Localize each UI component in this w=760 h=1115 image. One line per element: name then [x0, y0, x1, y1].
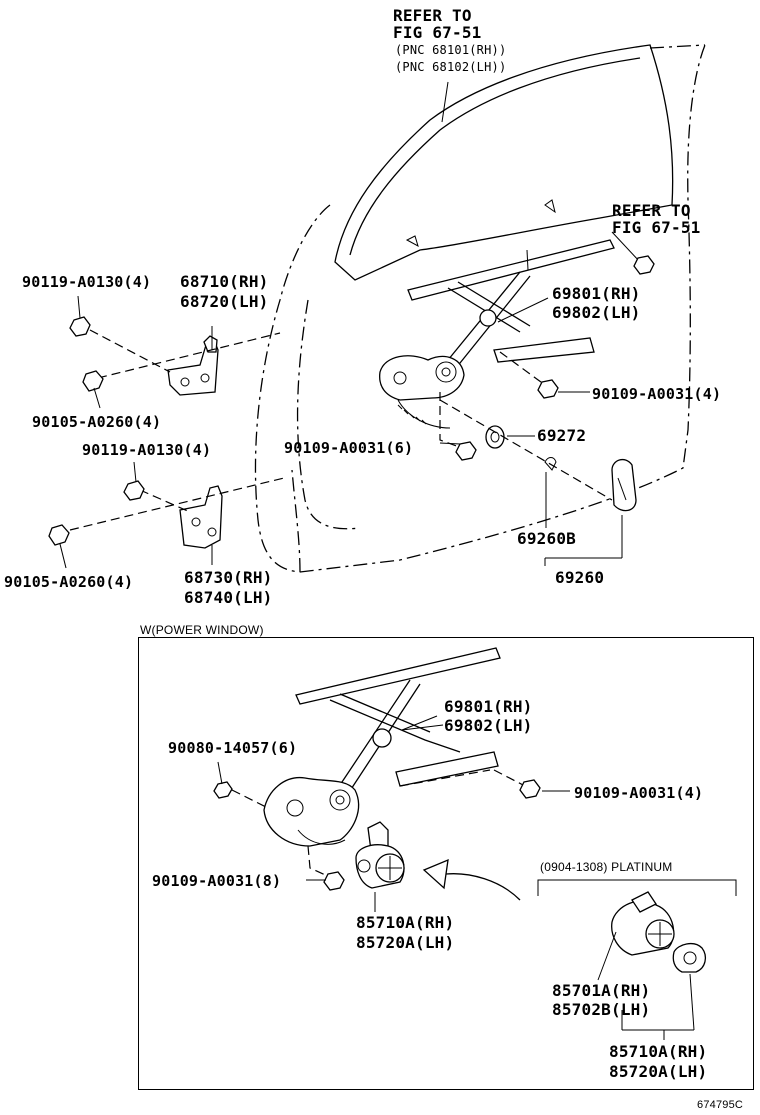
label-pw-regulator-lh: 69802(LH) [444, 716, 533, 735]
label-pw-motor-lh: 85720A(LH) [356, 933, 455, 952]
power-window-frame [138, 637, 754, 1090]
label-grommet: 69272 [537, 426, 587, 445]
label-bolt-lower-hinge: 90119-A0130(4) [82, 441, 212, 459]
label-bolt-upper-hinge-body: 90105-A0260(4) [32, 413, 162, 431]
label-regulator-bolt: 90109-A0031(4) [592, 385, 722, 403]
corner-bolt [611, 231, 655, 275]
label-platinum-motor-lh: 85702B(LH) [552, 1000, 651, 1019]
label-hinge-upper-lh: 68720(LH) [180, 292, 269, 311]
corner-ref-line2: FIG 67-51 [612, 218, 701, 237]
label-platinum-assy-rh: 85710A(RH) [609, 1042, 708, 1061]
grommet-and-handle [439, 399, 637, 566]
door-glass [334, 44, 674, 281]
label-regulator-rh: 69801(RH) [552, 284, 641, 303]
window-motor [355, 821, 405, 889]
upper-hinge [69, 295, 281, 409]
label-hinge-lower-lh: 68740(LH) [184, 588, 273, 607]
label-handle: 69260 [555, 568, 605, 587]
platinum-title: (0904-1308) PLATINUM [540, 860, 673, 874]
label-regulator-lh: 69802(LH) [552, 303, 641, 322]
label-bolt-lower-hinge-body: 90105-A0260(4) [4, 573, 134, 591]
label-platinum-motor-rh: 85701A(RH) [552, 981, 651, 1000]
corner-ref-line1: REFER TO [612, 201, 691, 220]
platinum-motor [537, 879, 737, 1040]
label-hinge-upper-rh: 68710(RH) [180, 272, 269, 291]
glass-ref-line1: REFER TO [393, 6, 472, 25]
figure-id: 674795C [697, 1099, 744, 1111]
glass-pnc-rh: (PNC 68101(RH)) [395, 43, 507, 57]
power-window-title: W(POWER WINDOW) [140, 623, 264, 637]
glass-ref-line2: FIG 67-51 [393, 23, 482, 42]
glass-pnc-lh: (PNC 68102(LH)) [395, 60, 507, 74]
direction-arrow [422, 858, 521, 901]
leader-lines [217, 297, 590, 912]
manual-regulator [379, 239, 615, 461]
label-handle-sub: 69260B [517, 529, 576, 548]
lower-hinge [48, 461, 285, 569]
door-outline [254, 44, 706, 573]
label-pw-regulator-bolt: 90109-A0031(4) [574, 784, 704, 802]
label-bolt-upper-hinge: 90119-A0130(4) [22, 273, 152, 291]
label-pw-regulator-rh: 69801(RH) [444, 697, 533, 716]
label-regulator-lower-bolt: 90109-A0031(6) [284, 439, 414, 457]
label-pw-screw: 90080-14057(6) [168, 739, 298, 757]
label-platinum-assy-lh: 85720A(LH) [609, 1062, 708, 1081]
label-pw-motor-bolt: 90109-A0031(8) [152, 872, 282, 890]
label-hinge-lower-rh: 68730(RH) [184, 568, 273, 587]
power-regulator [213, 647, 541, 891]
label-pw-motor-rh: 85710A(RH) [356, 913, 455, 932]
